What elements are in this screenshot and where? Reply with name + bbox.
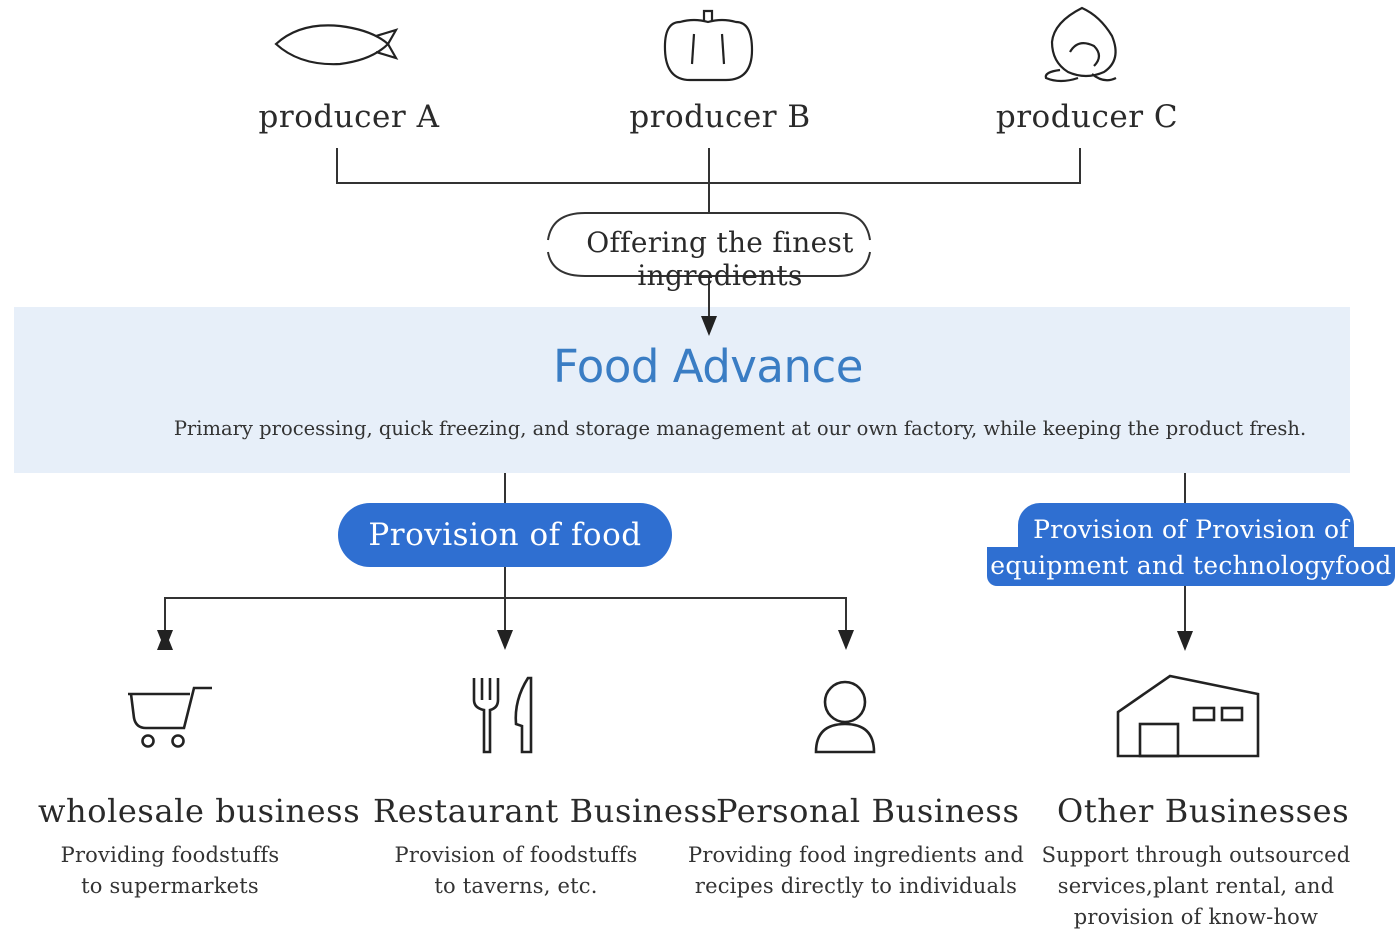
producer-a-label: producer A — [258, 99, 440, 135]
provision-equipment-pill-bottom — [987, 547, 1395, 586]
company-name: Food Advance — [553, 340, 863, 393]
person-icon — [814, 680, 876, 754]
producer-b-label: producer B — [629, 99, 811, 135]
company-description: Primary processing, quick freezing, and … — [173, 417, 1307, 440]
provision-equipment-pill-top — [1018, 503, 1354, 547]
peach-icon — [1044, 6, 1117, 83]
category-other-title: Other Businesses — [1057, 792, 1350, 830]
pumpkin-icon — [663, 9, 754, 82]
provision-equipment-line2: equipment and technologyfood — [990, 551, 1392, 580]
category-desc-line: services,plant rental, and — [1057, 874, 1335, 898]
category-desc-line: to supermarkets — [81, 874, 259, 898]
offering-top-arc — [547, 212, 871, 241]
category-personal-title: Personal Business — [716, 792, 1020, 830]
fish-icon — [274, 24, 399, 66]
category-restaurant-desc: Provision of foodstuffs to taverns, etc. — [366, 840, 666, 902]
category-desc-line: Provision of foodstuffs — [394, 843, 638, 867]
producer-c-label: producer C — [995, 99, 1179, 135]
category-desc-line: to taverns, etc. — [434, 874, 598, 898]
fork-knife-icon — [472, 676, 533, 754]
offering-label: Offering the finest ingredients — [586, 226, 854, 292]
category-restaurant-title: Restaurant Business — [373, 792, 718, 830]
factory-icon — [1116, 674, 1260, 758]
company-band — [14, 307, 1350, 473]
category-wholesale-title: wholesale business — [38, 792, 361, 830]
provision-equipment-line1: Provision of Provision of — [1033, 515, 1349, 544]
category-desc-line: provision of know-how — [1073, 905, 1319, 929]
shopping-cart-icon — [128, 686, 212, 748]
offering-bottom-arc — [547, 251, 871, 277]
category-desc-line: Providing foodstuffs — [60, 843, 280, 867]
category-wholesale-desc: Providing foodstuffs to supermarkets — [20, 840, 320, 902]
category-desc-line: Support through outsourced — [1041, 843, 1351, 867]
provision-equipment-label: Provision of Provision of equipment and … — [987, 512, 1395, 584]
category-other-desc: Support through outsourced services,plan… — [1040, 840, 1352, 933]
category-personal-desc: Providing food ingredients and recipes d… — [686, 840, 1026, 902]
provision-food-pill: Provision of food — [338, 503, 672, 567]
category-desc-line: recipes directly to individuals — [694, 874, 1018, 898]
category-desc-line: Providing food ingredients and — [687, 843, 1024, 867]
